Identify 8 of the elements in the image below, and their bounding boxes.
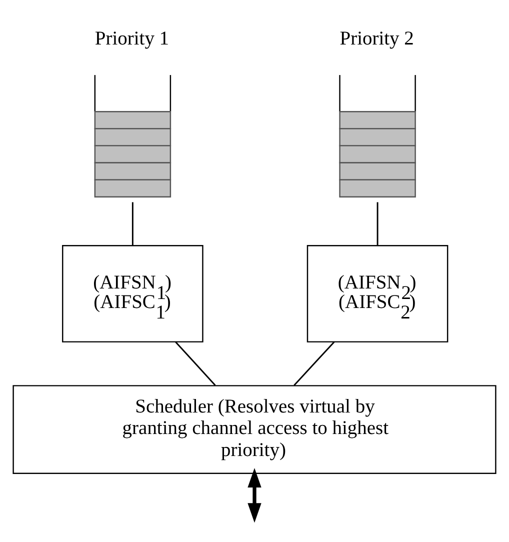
connector — [132, 202, 134, 246]
connector — [294, 341, 335, 386]
arrow — [248, 468, 262, 523]
node-label: Priority 2 — [340, 28, 414, 50]
connector — [175, 341, 216, 386]
connector — [376, 202, 378, 246]
node-box: Scheduler (Resolves virtual by granting channel access to highest priority) — [12, 385, 496, 474]
node-label: Priority 1 — [94, 28, 170, 50]
